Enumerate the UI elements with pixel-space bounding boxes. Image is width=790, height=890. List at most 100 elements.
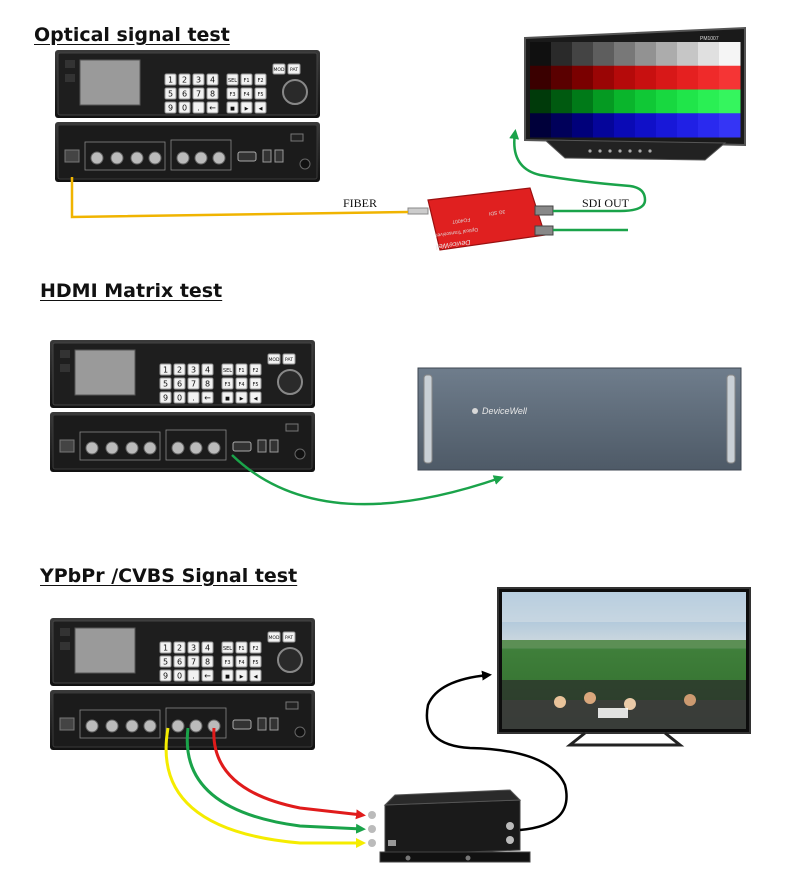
keypad-key-label: 2 bbox=[177, 644, 182, 653]
color-bars bbox=[530, 42, 741, 138]
color-bar-cell bbox=[719, 89, 741, 114]
keypad-key-label: 3 bbox=[196, 76, 201, 85]
function-key-label: F2 bbox=[257, 78, 263, 84]
keypad-key bbox=[187, 391, 200, 404]
function-key-label: SEL bbox=[223, 368, 232, 374]
keypad-key-label: ← bbox=[204, 672, 211, 681]
keypad-key bbox=[201, 391, 214, 404]
color-bar-cell bbox=[572, 42, 594, 67]
keypad-key bbox=[164, 87, 177, 100]
keypad-key-label: 5 bbox=[163, 658, 168, 667]
side-key-label: MOD bbox=[274, 67, 285, 73]
color-bar-cell bbox=[635, 65, 657, 90]
function-key-label: F2 bbox=[252, 368, 258, 374]
keypad-key-label: 5 bbox=[168, 90, 173, 99]
function-key-label: ▶ bbox=[240, 674, 244, 680]
function-key-label: F1 bbox=[238, 368, 244, 374]
function-key bbox=[235, 641, 248, 654]
keypad-key-label: 9 bbox=[163, 394, 168, 403]
keypad-key bbox=[159, 391, 172, 404]
transceiver-brand: DeviceWell bbox=[435, 238, 471, 250]
keypad-key-label: 9 bbox=[168, 104, 173, 113]
transceiver-name: Optical Transceiver bbox=[435, 226, 479, 238]
function-key bbox=[240, 73, 253, 86]
keypad-key-label: 4 bbox=[205, 644, 210, 653]
keypad-key-label: 2 bbox=[177, 366, 182, 375]
keypad-key bbox=[178, 87, 191, 100]
function-key bbox=[249, 655, 262, 668]
function-key bbox=[221, 391, 234, 404]
function-key-label: ◀ bbox=[259, 106, 263, 112]
function-key bbox=[254, 87, 267, 100]
function-key bbox=[254, 101, 267, 114]
keypad-key-label: 3 bbox=[191, 644, 196, 653]
hdmi-matrix: DeviceWell bbox=[417, 367, 742, 471]
keypad-key-label: . bbox=[192, 394, 195, 403]
color-bar-cell bbox=[551, 42, 573, 67]
keypad-key bbox=[187, 655, 200, 668]
keypad-key-label: 4 bbox=[210, 76, 215, 85]
function-key-label: F2 bbox=[252, 646, 258, 652]
color-bar-cell bbox=[572, 113, 594, 138]
color-bar-cell bbox=[572, 89, 594, 114]
keypad-key bbox=[187, 669, 200, 682]
color-bar-cell bbox=[593, 65, 615, 90]
color-bar-cell bbox=[656, 65, 678, 90]
section-title-ypbpr: YPbPr /CVBS Signal test bbox=[40, 565, 298, 587]
color-bar-cell bbox=[530, 113, 552, 138]
keypad-key bbox=[173, 669, 186, 682]
keypad-key-label: . bbox=[197, 104, 200, 113]
keypad-key-label: 0 bbox=[182, 104, 187, 113]
color-bar-cell bbox=[656, 89, 678, 114]
fiber-cable bbox=[70, 177, 409, 219]
color-bar-cell bbox=[614, 89, 636, 114]
keypad-key bbox=[192, 73, 205, 86]
converter-box bbox=[368, 789, 531, 863]
function-key bbox=[240, 87, 253, 100]
function-key bbox=[235, 391, 248, 404]
side-key bbox=[267, 353, 281, 365]
color-bar-cell bbox=[551, 65, 573, 90]
side-key-label: PAT bbox=[285, 635, 293, 641]
function-key bbox=[249, 669, 262, 682]
keypad-key bbox=[201, 655, 214, 668]
keypad-key-label: 2 bbox=[182, 76, 187, 85]
keypad-key-label: 7 bbox=[191, 658, 196, 667]
color-bar-cell bbox=[698, 113, 720, 138]
function-key bbox=[249, 363, 262, 376]
function-key bbox=[226, 73, 239, 86]
keypad-key bbox=[192, 87, 205, 100]
keypad-key bbox=[178, 101, 191, 114]
keypad-key bbox=[159, 363, 172, 376]
keypad-key bbox=[192, 101, 205, 114]
sdi-cable-1 bbox=[509, 129, 647, 213]
keypad-key bbox=[201, 641, 214, 654]
section-title-optical: Optical signal test bbox=[34, 24, 230, 46]
color-bar-cell bbox=[635, 113, 657, 138]
keypad-key-label: 6 bbox=[182, 90, 187, 99]
keypad-key-label: . bbox=[192, 672, 195, 681]
monitor-color-bars: PM1007 bbox=[524, 26, 746, 161]
color-bar-cell bbox=[593, 89, 615, 114]
side-key-label: PAT bbox=[285, 357, 293, 363]
transceiver-model: FO4007 bbox=[452, 216, 471, 224]
function-key bbox=[240, 101, 253, 114]
function-key-label: ■ bbox=[225, 396, 230, 402]
side-key bbox=[282, 353, 296, 365]
keypad-key-label: 1 bbox=[168, 76, 173, 85]
television bbox=[497, 587, 751, 747]
function-key-label: F4 bbox=[243, 92, 249, 98]
function-key bbox=[249, 391, 262, 404]
color-bar-cell bbox=[614, 65, 636, 90]
color-bar-cell bbox=[677, 113, 699, 138]
function-key-label: F4 bbox=[238, 660, 244, 666]
function-key bbox=[235, 655, 248, 668]
fiber-label: FIBER bbox=[343, 196, 377, 210]
keypad-key bbox=[187, 641, 200, 654]
function-key-label: ◀ bbox=[254, 674, 258, 680]
function-key bbox=[221, 377, 234, 390]
